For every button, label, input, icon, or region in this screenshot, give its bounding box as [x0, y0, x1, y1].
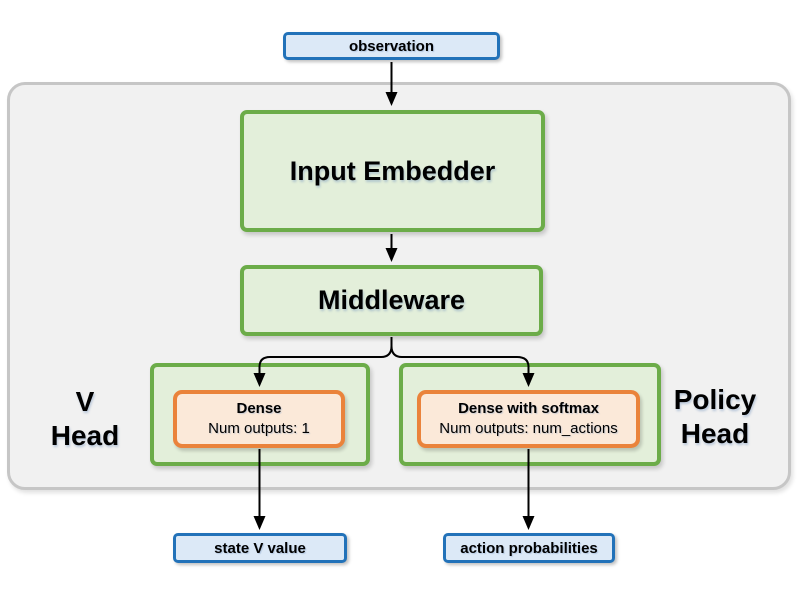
node-v-dense: Dense Num outputs: 1 — [173, 390, 345, 448]
label-policy-head: Policy Head — [650, 383, 780, 451]
label-policy-head-line1: Policy — [673, 384, 757, 415]
node-state-v-value-label: state V value — [214, 539, 306, 557]
label-policy-head-line2: Head — [680, 418, 750, 449]
node-policy-dense-title: Dense with softmax — [458, 400, 599, 417]
node-observation-label: observation — [348, 37, 435, 55]
node-action-probabilities: action probabilities — [443, 533, 615, 563]
label-v-head: V Head — [30, 385, 140, 453]
label-v-head-line1: V — [75, 386, 95, 417]
node-policy-dense-subtitle: Num outputs: num_actions — [439, 420, 618, 437]
node-state-v-value: state V value — [173, 533, 347, 563]
label-v-head-line2: Head — [50, 420, 120, 451]
node-middleware: Middleware — [240, 265, 543, 336]
node-input-embedder-label: Input Embedder — [289, 155, 496, 186]
node-policy-dense: Dense with softmax Num outputs: num_acti… — [417, 390, 640, 448]
node-middleware-label: Middleware — [317, 285, 466, 315]
node-observation: observation — [283, 32, 500, 60]
node-v-dense-title: Dense — [236, 400, 282, 417]
node-input-embedder: Input Embedder — [240, 110, 545, 232]
node-v-dense-subtitle: Num outputs: 1 — [208, 420, 310, 437]
node-action-probabilities-label: action probabilities — [460, 539, 598, 557]
